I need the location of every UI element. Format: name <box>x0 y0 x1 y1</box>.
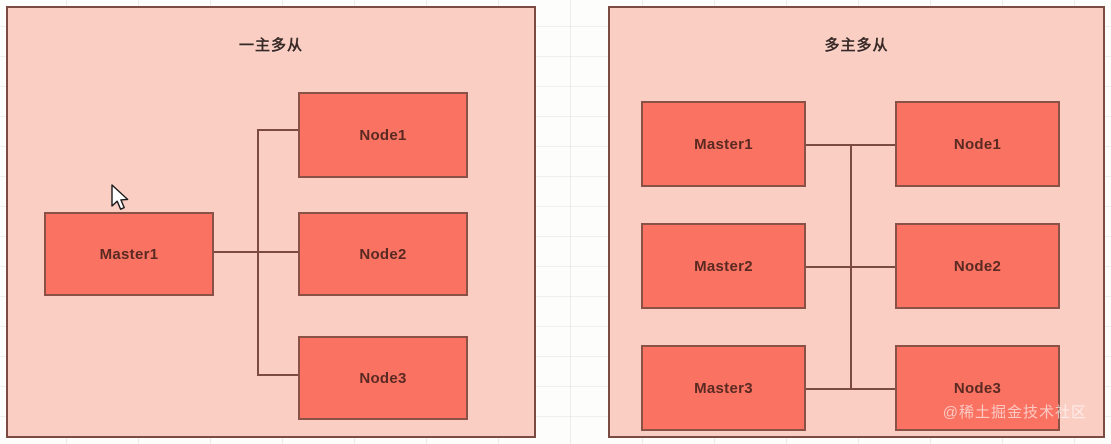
box-master1[interactable]: Master1 <box>641 101 806 187</box>
connector-master1-trunk <box>805 144 852 146</box>
box-node2[interactable]: Node2 <box>895 223 1060 309</box>
connector-master3-trunk <box>805 388 852 390</box>
connector-master2-trunk <box>805 266 852 268</box>
connector-trunk-node3 <box>850 388 895 390</box>
connector-trunk-vertical <box>257 130 259 376</box>
watermark: @稀土掘金技术社区 <box>942 404 1087 421</box>
connector-trunk-node2 <box>257 251 300 253</box>
box-master2[interactable]: Master2 <box>641 223 806 309</box>
panel-title-left: 一主多从 <box>238 37 303 54</box>
box-node1[interactable]: Node1 <box>298 92 468 178</box>
panel-many-masters-many-slaves: 多主多从 Master1 Master2 Master3 Node1 Node2… <box>608 6 1105 438</box>
connector-trunk-node1 <box>850 144 895 146</box>
box-master3[interactable]: Master3 <box>641 345 806 431</box>
box-node3[interactable]: Node3 <box>298 336 468 420</box>
connector-trunk-node1 <box>257 129 300 131</box>
box-node1[interactable]: Node1 <box>895 101 1060 187</box>
box-node3[interactable]: Node3 <box>895 345 1060 431</box>
connector-trunk-node2 <box>850 266 895 268</box>
connector-master1-trunk <box>214 251 259 253</box>
panel-one-master-many-slaves: 一主多从 Master1 Node1 Node2 Node3 <box>6 6 536 438</box>
panel-title-right: 多主多从 <box>824 37 889 54</box>
connector-trunk-node3 <box>257 374 300 376</box>
box-node2[interactable]: Node2 <box>298 212 468 296</box>
box-master1[interactable]: Master1 <box>44 212 214 296</box>
